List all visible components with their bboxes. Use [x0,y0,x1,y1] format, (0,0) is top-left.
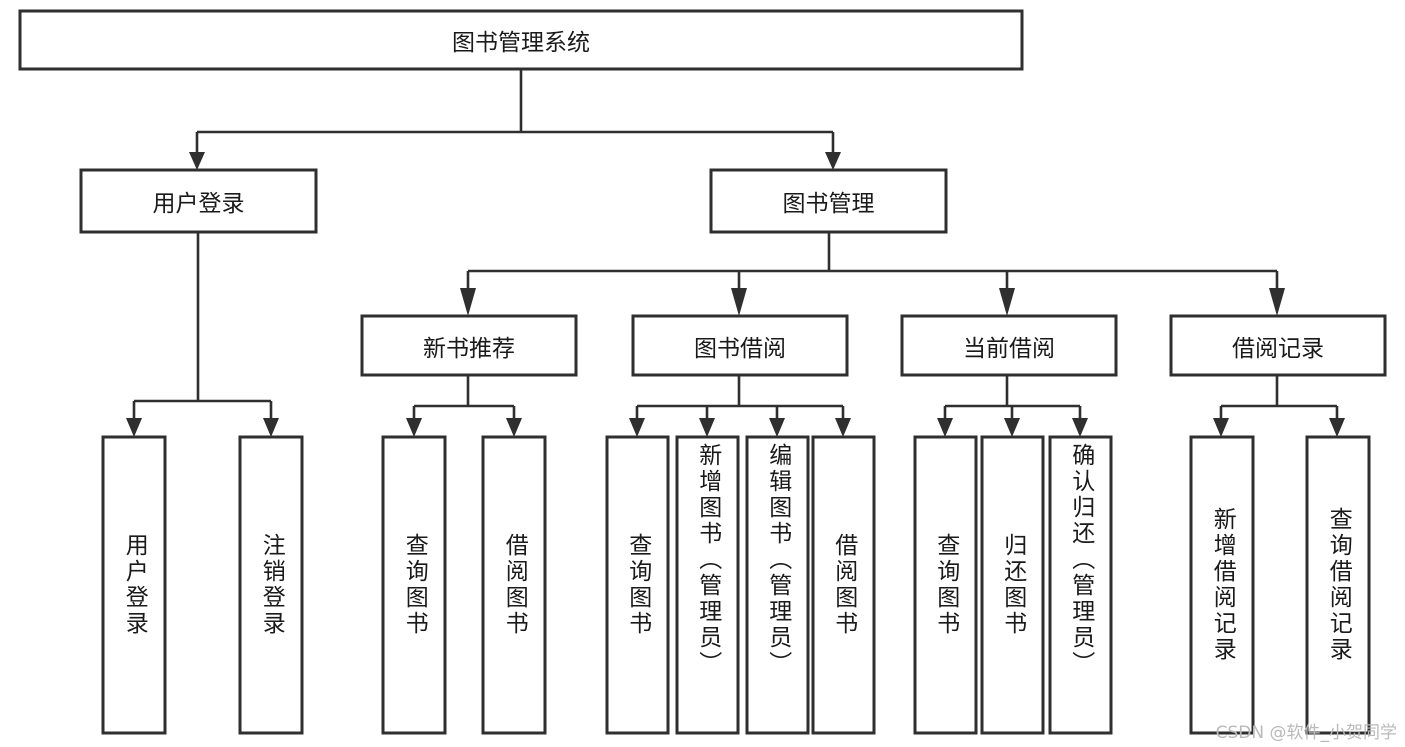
connector-new-book-bus [412,375,516,420]
node-box-user-login[interactable] [79,168,318,234]
node-box-leaf-borrow-book-2[interactable] [811,435,876,735]
node-box-leaf-query-record[interactable] [1305,435,1371,735]
arrow-to-book-borrow [731,288,747,316]
node-box-book-management[interactable] [709,168,948,234]
node-box-leaf-return-book[interactable] [980,435,1045,735]
arrow-to-leaf-add-record [1213,418,1229,437]
connector-borrow-record-bus [1219,375,1339,420]
node-box-leaf-edit-book[interactable] [745,435,810,735]
connector-user-login-bus [132,232,273,420]
node-box-current-borrow[interactable] [900,314,1118,377]
node-box-leaf-add-book[interactable] [675,435,740,735]
node-box-leaf-query-book-3[interactable] [913,435,978,735]
arrow-to-current-borrow [999,288,1015,316]
connector-current-borrow-bus [943,375,1082,420]
arrow-to-leaf-borrow-book-1 [506,418,522,437]
node-box-leaf-confirm-return[interactable] [1048,435,1113,735]
arrow-to-leaf-edit-book [769,418,785,437]
node-box-leaf-logout[interactable] [238,435,304,735]
node-box-leaf-user-login[interactable] [101,435,167,735]
arrow-to-leaf-borrow-book-2 [835,418,851,437]
arrow-to-leaf-user-login [126,418,142,437]
connector-layer [126,69,1345,437]
node-box-leaf-borrow-book-1[interactable] [481,435,547,735]
node-box-leaf-query-book-1[interactable] [381,435,447,735]
arrow-to-leaf-return-book [1004,418,1020,437]
node-box-root[interactable] [18,9,1024,71]
arrow-to-leaf-query-book-3 [937,418,953,437]
arrow-to-borrow-record [1269,288,1285,316]
arrow-to-leaf-add-book [699,418,715,437]
connector-root-bus [195,69,835,155]
arrow-to-leaf-query-book-1 [406,418,422,437]
arrow-to-leaf-logout [263,418,279,437]
arrow-to-leaf-query-record [1329,418,1345,437]
arrow-to-leaf-confirm-return [1072,418,1088,437]
node-box-leaf-add-record[interactable] [1189,435,1255,735]
arrow-to-leaf-query-book-2 [629,418,645,437]
arrow-to-user-login [189,152,205,170]
arrow-to-book-management [825,152,841,170]
node-box-new-book-recommend[interactable] [360,314,578,377]
arrow-to-new-book-recommend [460,288,476,316]
connector-book-borrow-bus [635,375,845,420]
watermark-text: CSDN @软件_小贺同学 [1215,723,1397,743]
node-box-book-borrow[interactable] [631,314,849,377]
node-box-borrow-record[interactable] [1169,314,1387,377]
node-box-layer [18,9,1387,735]
node-box-leaf-query-book-2[interactable] [605,435,670,735]
connector-book-management-bus [466,232,1279,290]
